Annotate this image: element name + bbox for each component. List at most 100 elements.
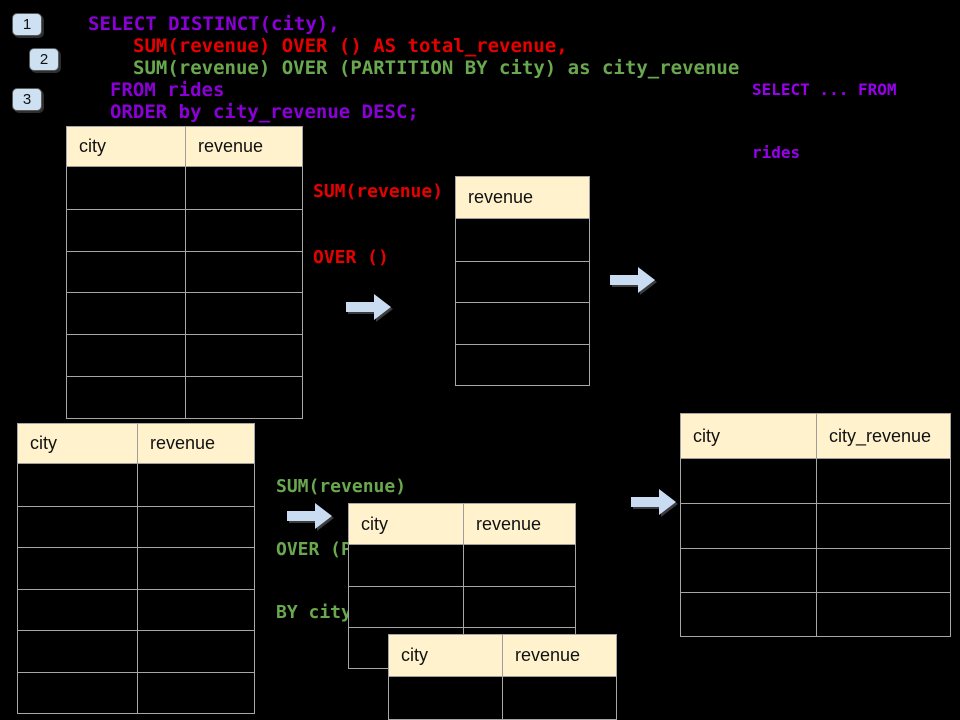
column-header-city: city	[349, 504, 464, 544]
table-cell	[18, 631, 138, 672]
table-cell	[67, 167, 186, 209]
sql-line-order-by: ORDER by city_revenue DESC;	[110, 101, 419, 123]
table-row	[18, 671, 254, 714]
table-cell	[681, 504, 817, 548]
table-cell	[817, 593, 950, 636]
arrow-right-icon	[610, 267, 655, 293]
sql-line-from: FROM rides	[110, 79, 225, 101]
table-cell	[389, 677, 503, 719]
step-badge-3-label: 3	[22, 91, 32, 108]
table-cell	[817, 459, 950, 503]
table-cell	[138, 590, 254, 631]
table-cell	[681, 459, 817, 504]
table-cell	[186, 335, 302, 376]
table-cell	[138, 548, 254, 589]
table-row	[681, 459, 950, 504]
table-row	[681, 591, 950, 636]
column-header-city: city	[67, 127, 186, 166]
table-cell	[186, 167, 302, 209]
table-row	[456, 302, 589, 344]
table-cell	[681, 592, 817, 636]
sql-line-city-revenue: SUM(revenue) OVER (PARTITION BY city) as…	[133, 57, 740, 79]
arrow-right-icon	[631, 489, 676, 515]
table-cell	[138, 507, 254, 548]
table-header-row: city city_revenue	[681, 414, 950, 459]
table-row	[681, 547, 950, 592]
table-cell	[456, 303, 589, 344]
table-cell	[67, 293, 186, 335]
table-cell	[464, 587, 575, 627]
table-cell	[67, 209, 186, 251]
table-row	[18, 588, 254, 631]
table-cell	[349, 587, 464, 627]
table-cell	[18, 548, 138, 589]
table-cell	[681, 548, 817, 592]
table-header-row: city revenue	[18, 424, 254, 464]
table-row	[456, 260, 589, 303]
label-sum-over-total-line-1: SUM(revenue)	[313, 181, 444, 202]
column-header-city: city	[681, 414, 817, 458]
table-cell	[817, 504, 950, 547]
table-cell	[186, 377, 302, 418]
table-row	[681, 503, 950, 548]
table-row	[18, 630, 254, 672]
table-total-revenue-result: revenue	[455, 176, 590, 386]
table-row	[18, 505, 254, 548]
label-sum-over-partition-line-1: SUM(revenue)	[276, 476, 407, 497]
table-cell	[186, 293, 302, 334]
table-header-row: city revenue	[349, 504, 575, 545]
table-cell	[18, 506, 138, 547]
table-header-row: city revenue	[67, 127, 302, 167]
table-header-row: city revenue	[389, 635, 616, 677]
table-cell	[464, 545, 575, 586]
table-cell	[67, 251, 186, 293]
table-cell	[456, 262, 589, 303]
table-source-rides-bottom: city revenue	[17, 423, 255, 714]
table-cell	[456, 219, 589, 261]
column-header-city: city	[389, 635, 503, 676]
table-row	[456, 343, 589, 386]
table-partition-overlap: city revenue	[388, 634, 617, 720]
table-cell	[138, 631, 254, 672]
table-row	[67, 208, 302, 251]
table-row	[67, 334, 302, 376]
table-cell	[67, 335, 186, 376]
step-badge-2-label: 2	[39, 51, 49, 68]
table-final-result: city city_revenue	[680, 413, 951, 637]
table-row	[67, 292, 302, 335]
table-cell	[67, 376, 186, 418]
table-cell	[18, 464, 138, 506]
side-note-line-2: rides	[752, 143, 801, 162]
side-note-select-from-rides: SELECT ... FROM rides	[752, 37, 897, 205]
table-cell	[349, 545, 464, 586]
column-header-revenue: revenue	[476, 513, 542, 534]
table-row	[389, 677, 616, 719]
column-header-revenue: revenue	[468, 187, 534, 207]
arrow-right-icon	[346, 294, 391, 320]
column-header-city-revenue: city_revenue	[829, 425, 932, 446]
table-row	[349, 586, 575, 627]
sql-line-select: SELECT DISTINCT(city),	[88, 13, 340, 35]
table-row	[349, 545, 575, 586]
table-row	[67, 375, 302, 418]
column-header-city: city	[18, 424, 138, 463]
table-cell	[138, 464, 254, 506]
arrow-right-icon	[287, 503, 332, 529]
table-row	[456, 219, 589, 261]
step-badge-1-label: 1	[22, 16, 32, 33]
table-cell	[186, 252, 302, 293]
step-badge-2: 2	[29, 48, 59, 71]
label-sum-over-total: SUM(revenue) OVER ()	[313, 137, 443, 313]
table-source-rides-top: city revenue	[66, 126, 303, 419]
table-cell	[503, 677, 616, 719]
column-header-revenue: revenue	[515, 645, 581, 665]
table-row	[18, 547, 254, 589]
side-note-line-1: SELECT ... FROM	[752, 80, 897, 99]
step-badge-1: 1	[12, 13, 42, 36]
column-header-revenue: revenue	[198, 136, 264, 156]
table-cell	[817, 549, 950, 592]
table-cell	[18, 672, 138, 713]
table-cell	[456, 345, 589, 386]
table-cell	[138, 673, 254, 714]
